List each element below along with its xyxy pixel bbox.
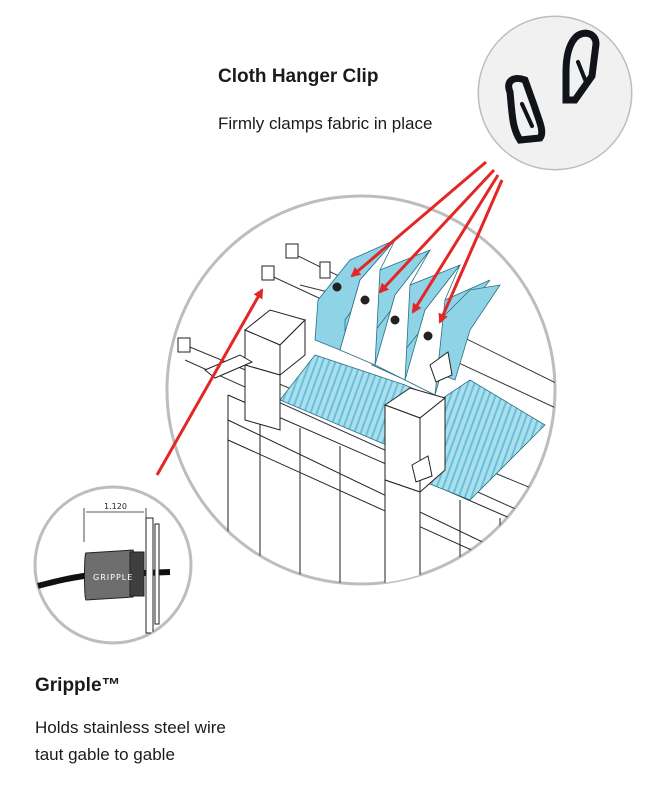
- gable-plate: [145, 517, 160, 634]
- wire-clips: [332, 282, 433, 341]
- arrow-clip-4: [438, 179, 504, 324]
- gripple-title: Gripple™: [35, 675, 121, 696]
- main-illustration: [165, 194, 557, 586]
- arrow-clip-1: [350, 160, 487, 278]
- hanger-clip-icon-back: [562, 29, 600, 104]
- arrow-clip-3: [411, 174, 500, 314]
- gripple-connector-icon: GRIPPLE: [84, 549, 145, 601]
- concrete-post-left: [244, 309, 306, 431]
- dimension-marker: [83, 508, 147, 542]
- clip-title: Cloth Hanger Clip: [218, 66, 379, 87]
- gripple-description-line1: Holds stainless steel wire: [35, 718, 226, 737]
- callout-arrows: [155, 160, 504, 476]
- clip-description: Firmly clamps fabric in place: [218, 114, 433, 133]
- arrow-clip-2: [378, 168, 496, 294]
- dimension-label: 1.120: [104, 502, 127, 511]
- gripple-description-line2: taut gable to gable: [35, 745, 175, 764]
- gripple-brand-label: GRIPPLE: [93, 573, 133, 582]
- arrow-gripple: [155, 288, 264, 476]
- concrete-post-right: [383, 387, 447, 584]
- hanger-clip-icon-front: [505, 75, 546, 144]
- clip-photo: [477, 15, 633, 171]
- gripple-detail: GRIPPLE 1.120: [33, 485, 193, 645]
